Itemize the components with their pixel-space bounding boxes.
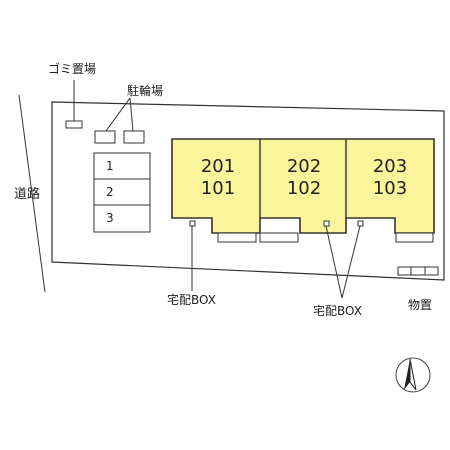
bicycle-area-1: [94, 130, 116, 144]
unit-201-101: 201 101: [176, 156, 260, 200]
delivery-box-2: [323, 220, 330, 227]
north-arrow-icon: [395, 357, 431, 393]
delivery-box-leader-2: [325, 225, 343, 299]
unit-202-102: 202 102: [262, 156, 346, 200]
parking-number-2: 2: [106, 185, 114, 199]
unit-upper-number: 203: [372, 156, 408, 177]
porch-1: [217, 232, 257, 243]
bicycle-leader-1: [105, 97, 131, 132]
bicycle-parking-label: 駐輪場: [127, 84, 164, 98]
parking-number-1: 1: [106, 159, 114, 173]
unit-lower-number: 102: [286, 178, 322, 199]
garbage-area-label: ゴミ置場: [48, 62, 97, 76]
unit-lower-number: 101: [200, 178, 236, 199]
delivery-box-label-left: 宅配BOX: [167, 293, 216, 307]
porch-3: [395, 232, 434, 243]
unit-upper-number: 202: [286, 156, 322, 177]
bicycle-leader-2: [129, 97, 134, 132]
parking-number-3: 3: [106, 211, 114, 225]
unit-203-103: 203 103: [348, 156, 432, 200]
storage-label: 物置: [408, 298, 433, 312]
road-label: 道路: [14, 187, 41, 202]
unit-upper-number: 201: [200, 156, 236, 177]
delivery-box-label-right: 宅配BOX: [313, 304, 362, 318]
porch-2: [259, 232, 299, 243]
delivery-box-leader-3: [341, 225, 361, 299]
storage-shed: [397, 266, 439, 276]
parking-space-1: [93, 152, 151, 180]
garbage-area: [65, 120, 83, 129]
parking-space-2: [93, 178, 151, 206]
bicycle-area-2: [123, 130, 145, 144]
delivery-box-1: [189, 220, 196, 227]
road-edge-line: [18, 94, 46, 293]
unit-lower-number: 103: [372, 178, 408, 199]
parking-space-3: [93, 204, 151, 233]
delivery-box-3: [357, 220, 364, 227]
